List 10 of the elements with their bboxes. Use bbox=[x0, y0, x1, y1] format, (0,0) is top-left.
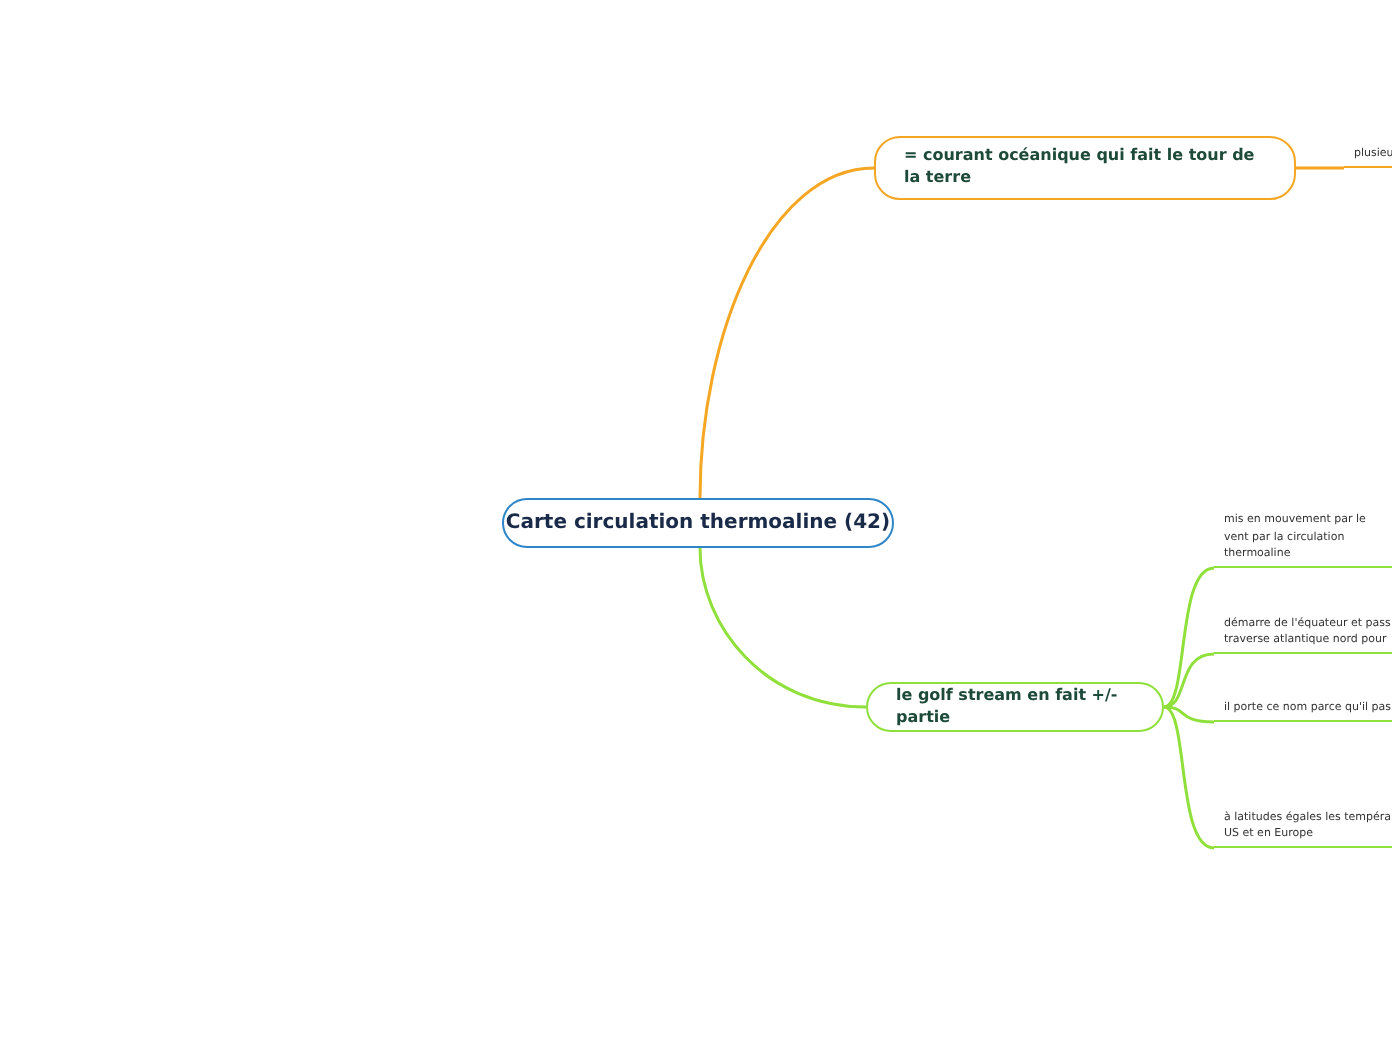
connector bbox=[1163, 652, 1215, 709]
connector bbox=[1296, 166, 1344, 170]
connector bbox=[1163, 566, 1215, 709]
connector bbox=[698, 166, 875, 499]
topic-box: le golf stream en fait +/- partie bbox=[866, 682, 1164, 732]
topic-box: Carte circulation thermoaline (42) bbox=[502, 498, 894, 548]
connector bbox=[1163, 705, 1215, 850]
connector bbox=[698, 547, 867, 709]
connector bbox=[1163, 705, 1215, 724]
topic-box: = courant océanique qui fait le tour de la terre bbox=[874, 136, 1296, 200]
